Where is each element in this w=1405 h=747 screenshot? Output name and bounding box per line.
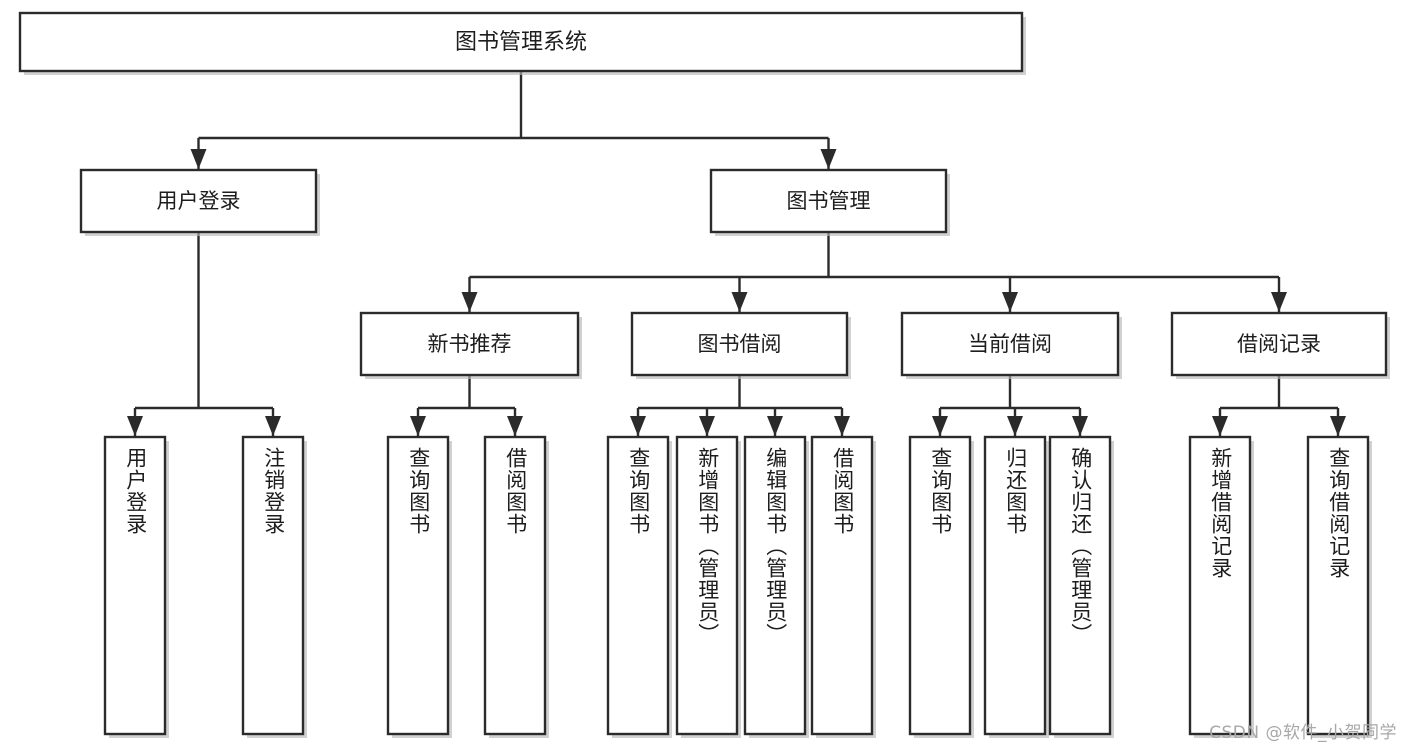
edge-layer [127, 71, 1346, 436]
arrow-head [265, 416, 281, 436]
arrow-head [767, 416, 783, 436]
node-leaf-return-book[interactable] [983, 435, 1049, 738]
node-rect [675, 435, 739, 736]
arrow-head [834, 416, 850, 436]
node-rect [103, 435, 167, 736]
node-label: 图书借阅 [698, 332, 782, 356]
node-leaf-user-logout[interactable] [241, 435, 307, 738]
node-leaf-borrow-book-rec[interactable] [483, 435, 549, 738]
node-rect [743, 435, 807, 736]
node-rect [810, 435, 874, 736]
arrow-head [699, 416, 715, 436]
node-rect [709, 168, 948, 234]
node-rect [630, 311, 849, 377]
node-leaf-edit-book[interactable] [743, 435, 809, 738]
node-root[interactable]: 图书管理系统 [18, 11, 1026, 75]
node-label: 当前借阅 [968, 332, 1052, 356]
node-rect [1188, 435, 1252, 736]
node-rect [1170, 311, 1388, 377]
node-borrow-record[interactable]: 借阅记录 [1170, 311, 1390, 379]
node-leaf-confirm-return[interactable] [1048, 435, 1114, 738]
arrow-head [1072, 416, 1088, 436]
node-user-login[interactable]: 用户登录 [79, 168, 320, 236]
node-new-book-rec[interactable]: 新书推荐 [359, 311, 582, 379]
node-leaf-add-book[interactable] [675, 435, 741, 738]
node-leaf-add-record[interactable] [1188, 435, 1254, 738]
arrow-head [820, 149, 837, 169]
node-rect [1048, 435, 1112, 736]
arrow-head [1330, 416, 1346, 436]
arrow-head [1002, 292, 1018, 312]
node-label: 图书管理系统 [455, 30, 587, 55]
node-rect [359, 311, 580, 377]
node-label: 用户登录 [157, 189, 241, 213]
node-rect [606, 435, 670, 736]
arrow-head [932, 416, 948, 436]
node-rect [386, 435, 450, 736]
arrow-head [410, 416, 426, 436]
arrow-head [461, 292, 478, 312]
node-leaf-query-book-rec[interactable] [386, 435, 452, 738]
arrow-head [1271, 292, 1287, 312]
node-rect [983, 435, 1047, 736]
node-leaf-query-book-current[interactable] [908, 435, 974, 738]
node-current-borrow[interactable]: 当前借阅 [900, 311, 1122, 379]
node-rect [18, 11, 1024, 73]
node-book-borrow[interactable]: 图书借阅 [630, 311, 851, 379]
node-label: 图书管理 [787, 189, 871, 213]
arrow-head [127, 416, 143, 436]
arrow-head [1007, 416, 1023, 436]
arrow-head [190, 149, 207, 169]
node-rect [241, 435, 305, 736]
arrow-head [630, 416, 646, 436]
node-label: 借阅记录 [1237, 332, 1321, 356]
node-leaf-user-login[interactable] [103, 435, 169, 738]
node-rect [79, 168, 318, 234]
node-leaf-query-book-borrow[interactable] [606, 435, 672, 738]
node-leaf-borrow-book[interactable] [810, 435, 876, 738]
node-rect [483, 435, 547, 736]
arrow-head [731, 292, 748, 312]
arrow-head [507, 416, 523, 436]
node-rect [908, 435, 972, 736]
node-leaf-query-record[interactable] [1306, 435, 1372, 738]
node-rect [900, 311, 1120, 377]
node-rect [1306, 435, 1370, 736]
node-book-manage[interactable]: 图书管理 [709, 168, 950, 236]
arrow-head [1212, 416, 1228, 436]
node-label: 新书推荐 [428, 332, 512, 356]
